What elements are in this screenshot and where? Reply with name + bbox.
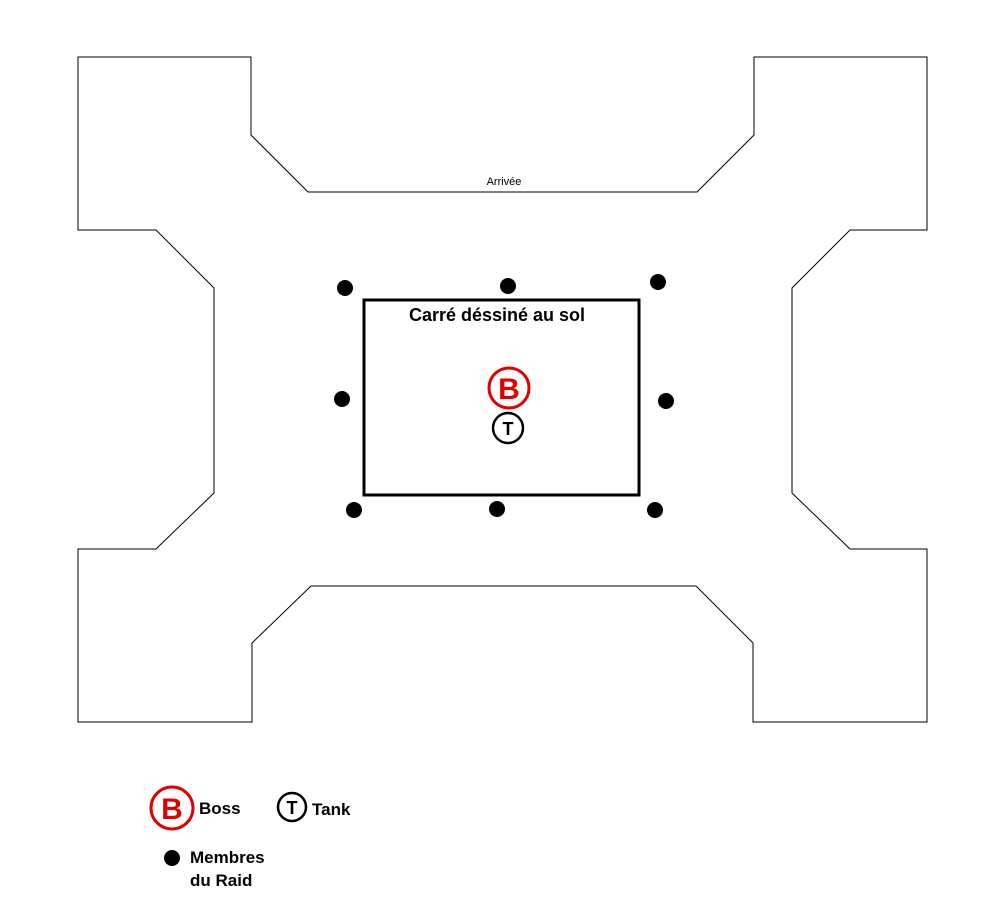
- raid-member-dot: [337, 280, 353, 296]
- raid-member-dot: [334, 391, 350, 407]
- raid-member-dot: [500, 278, 516, 294]
- tank-marker-letter: T: [503, 419, 514, 439]
- legend-boss-label: Boss: [199, 799, 241, 818]
- legend-tank-label: Tank: [312, 800, 351, 819]
- raid-members: [334, 274, 674, 518]
- legend-tank-icon: T: [276, 791, 308, 823]
- boss-marker-letter: B: [498, 373, 520, 406]
- legend-raid-dot: [164, 850, 180, 866]
- raid-member-dot: [346, 502, 362, 518]
- legend-boss-icon: B: [149, 785, 195, 831]
- boss-marker-ring: [487, 366, 531, 410]
- entry-label: Arrivée: [487, 176, 522, 188]
- legend: B Boss T Tank Membres du Raid: [149, 785, 351, 890]
- floor-square: [362, 298, 641, 497]
- legend-tank-ring: [276, 791, 308, 823]
- legend-raid-label-line2: du Raid: [190, 871, 252, 890]
- legend-raid-label-line1: Membres: [190, 848, 265, 867]
- raid-member-dot: [658, 393, 674, 409]
- floor-square-label: Carré déssiné au sol: [409, 305, 585, 325]
- legend-boss-letter: B: [161, 793, 183, 826]
- raid-member-dot: [650, 274, 666, 290]
- tank-marker: T: [491, 411, 525, 445]
- tank-marker-ring: [491, 411, 525, 445]
- legend-tank-letter: T: [287, 798, 298, 818]
- room-outline: [77, 56, 928, 723]
- legend-boss-ring: [149, 785, 195, 831]
- raid-member-dot: [489, 501, 505, 517]
- boss-marker: B: [487, 366, 531, 410]
- raid-member-dot: [647, 502, 663, 518]
